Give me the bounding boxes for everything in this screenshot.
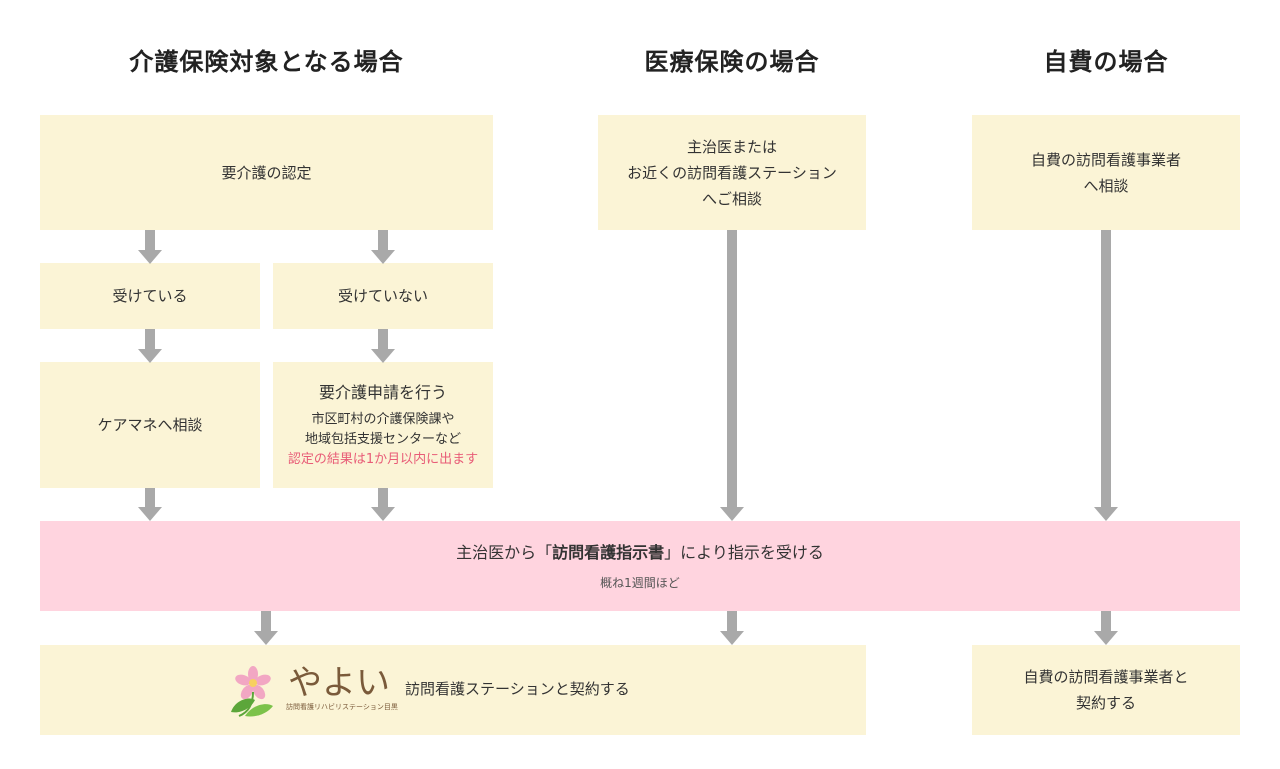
jihi-line-2: へ相談 [1083, 176, 1129, 195]
arrow-head [720, 507, 744, 521]
arrow-shaft [378, 230, 388, 250]
shinsei-line-2: 地域包括支援センターなど [304, 432, 461, 447]
arrow-shaft [1101, 230, 1111, 508]
box-uketeinai: 受けていない [273, 263, 493, 329]
shiji-main: 主治医から「訪問看護指示書」により指示を受ける [456, 539, 824, 567]
arrow-head [371, 349, 395, 363]
shiji-sub: 概ね1週間ほど [600, 576, 680, 590]
arrow-shaft [1101, 611, 1111, 631]
shiji-post: 」により指示を受ける [664, 543, 824, 562]
arrow-shaft [727, 611, 737, 631]
arrow-head [138, 250, 162, 264]
iryo-line-2: お近くの訪問看護ステーション [627, 163, 837, 182]
arrow-shaft [145, 488, 155, 508]
box-uketeiru: 受けている [40, 263, 260, 329]
arrow-head [1094, 631, 1118, 645]
box-iryo-consult: 主治医または お近くの訪問看護ステーション へご相談 [598, 115, 866, 230]
arrow-shaft [378, 329, 388, 349]
shiji-pre: 主治医から「 [456, 543, 553, 562]
box-contract [40, 645, 866, 735]
shinsei-line-1: 市区町村の介護保険課や [311, 412, 455, 427]
box-nintei: 要介護の認定 [40, 115, 493, 230]
leaf-icon [231, 691, 273, 717]
arrow-shaft [378, 488, 388, 508]
box-caremane: ケアマネへ相談 [40, 362, 260, 488]
uketeinai-label: 受けていない [337, 287, 428, 305]
shinsei-note: 認定の結果は1か月以内に出ます [287, 452, 479, 467]
arrow-head [254, 631, 278, 645]
box-shiji: 主治医から「訪問看護指示書」により指示を受ける 概ね1週間ほど [40, 521, 1240, 611]
arrow-shaft [727, 230, 737, 508]
logo-name: やよい [288, 663, 390, 703]
jihi-contract-line-2: 契約する [1075, 694, 1136, 712]
uketeiru-label: 受けている [112, 287, 188, 305]
arrow-head [371, 507, 395, 521]
sakura-flower-icon [235, 666, 271, 700]
box-jihi-consult: 自費の訪問看護事業者 へ相談 [972, 115, 1240, 230]
arrow-shaft [261, 611, 271, 631]
box-nintei-label: 要介護の認定 [221, 163, 312, 182]
iryo-line-3: へご相談 [701, 189, 762, 208]
arrow-head [1094, 507, 1118, 521]
box-jihi-contract: 自費の訪問看護事業者と 契約する [972, 645, 1240, 735]
yayoi-logo-icon [231, 666, 273, 717]
arrow-shaft [145, 329, 155, 349]
contract-label: 訪問看護ステーションと契約する [405, 680, 630, 698]
arrow-head [371, 250, 395, 264]
heading-iryo: 医療保険の場合 [644, 48, 820, 76]
jihi-line-1: 自費の訪問看護事業者 [1030, 150, 1181, 169]
heading-kaigo: 介護保険対象となる場合 [129, 48, 404, 76]
heading-jihi: 自費の場合 [1043, 48, 1169, 76]
arrow-head [720, 631, 744, 645]
iryo-line-1: 主治医または [686, 137, 777, 156]
caremane-label: ケアマネへ相談 [97, 416, 203, 434]
arrow-head [138, 507, 162, 521]
arrow-head [138, 349, 162, 363]
jihi-contract-line-1: 自費の訪問看護事業者と [1023, 668, 1189, 686]
shiji-bold: 訪問看護指示書 [552, 543, 665, 562]
logo-tagline: 訪問看護リハビリステーション目黒 [286, 703, 398, 711]
arrow-shaft [145, 230, 155, 250]
shinsei-title: 要介護申請を行う [318, 383, 447, 402]
box-shinsei: 要介護申請を行う 市区町村の介護保険課や 地域包括支援センターなど 認定の結果は… [273, 362, 493, 488]
